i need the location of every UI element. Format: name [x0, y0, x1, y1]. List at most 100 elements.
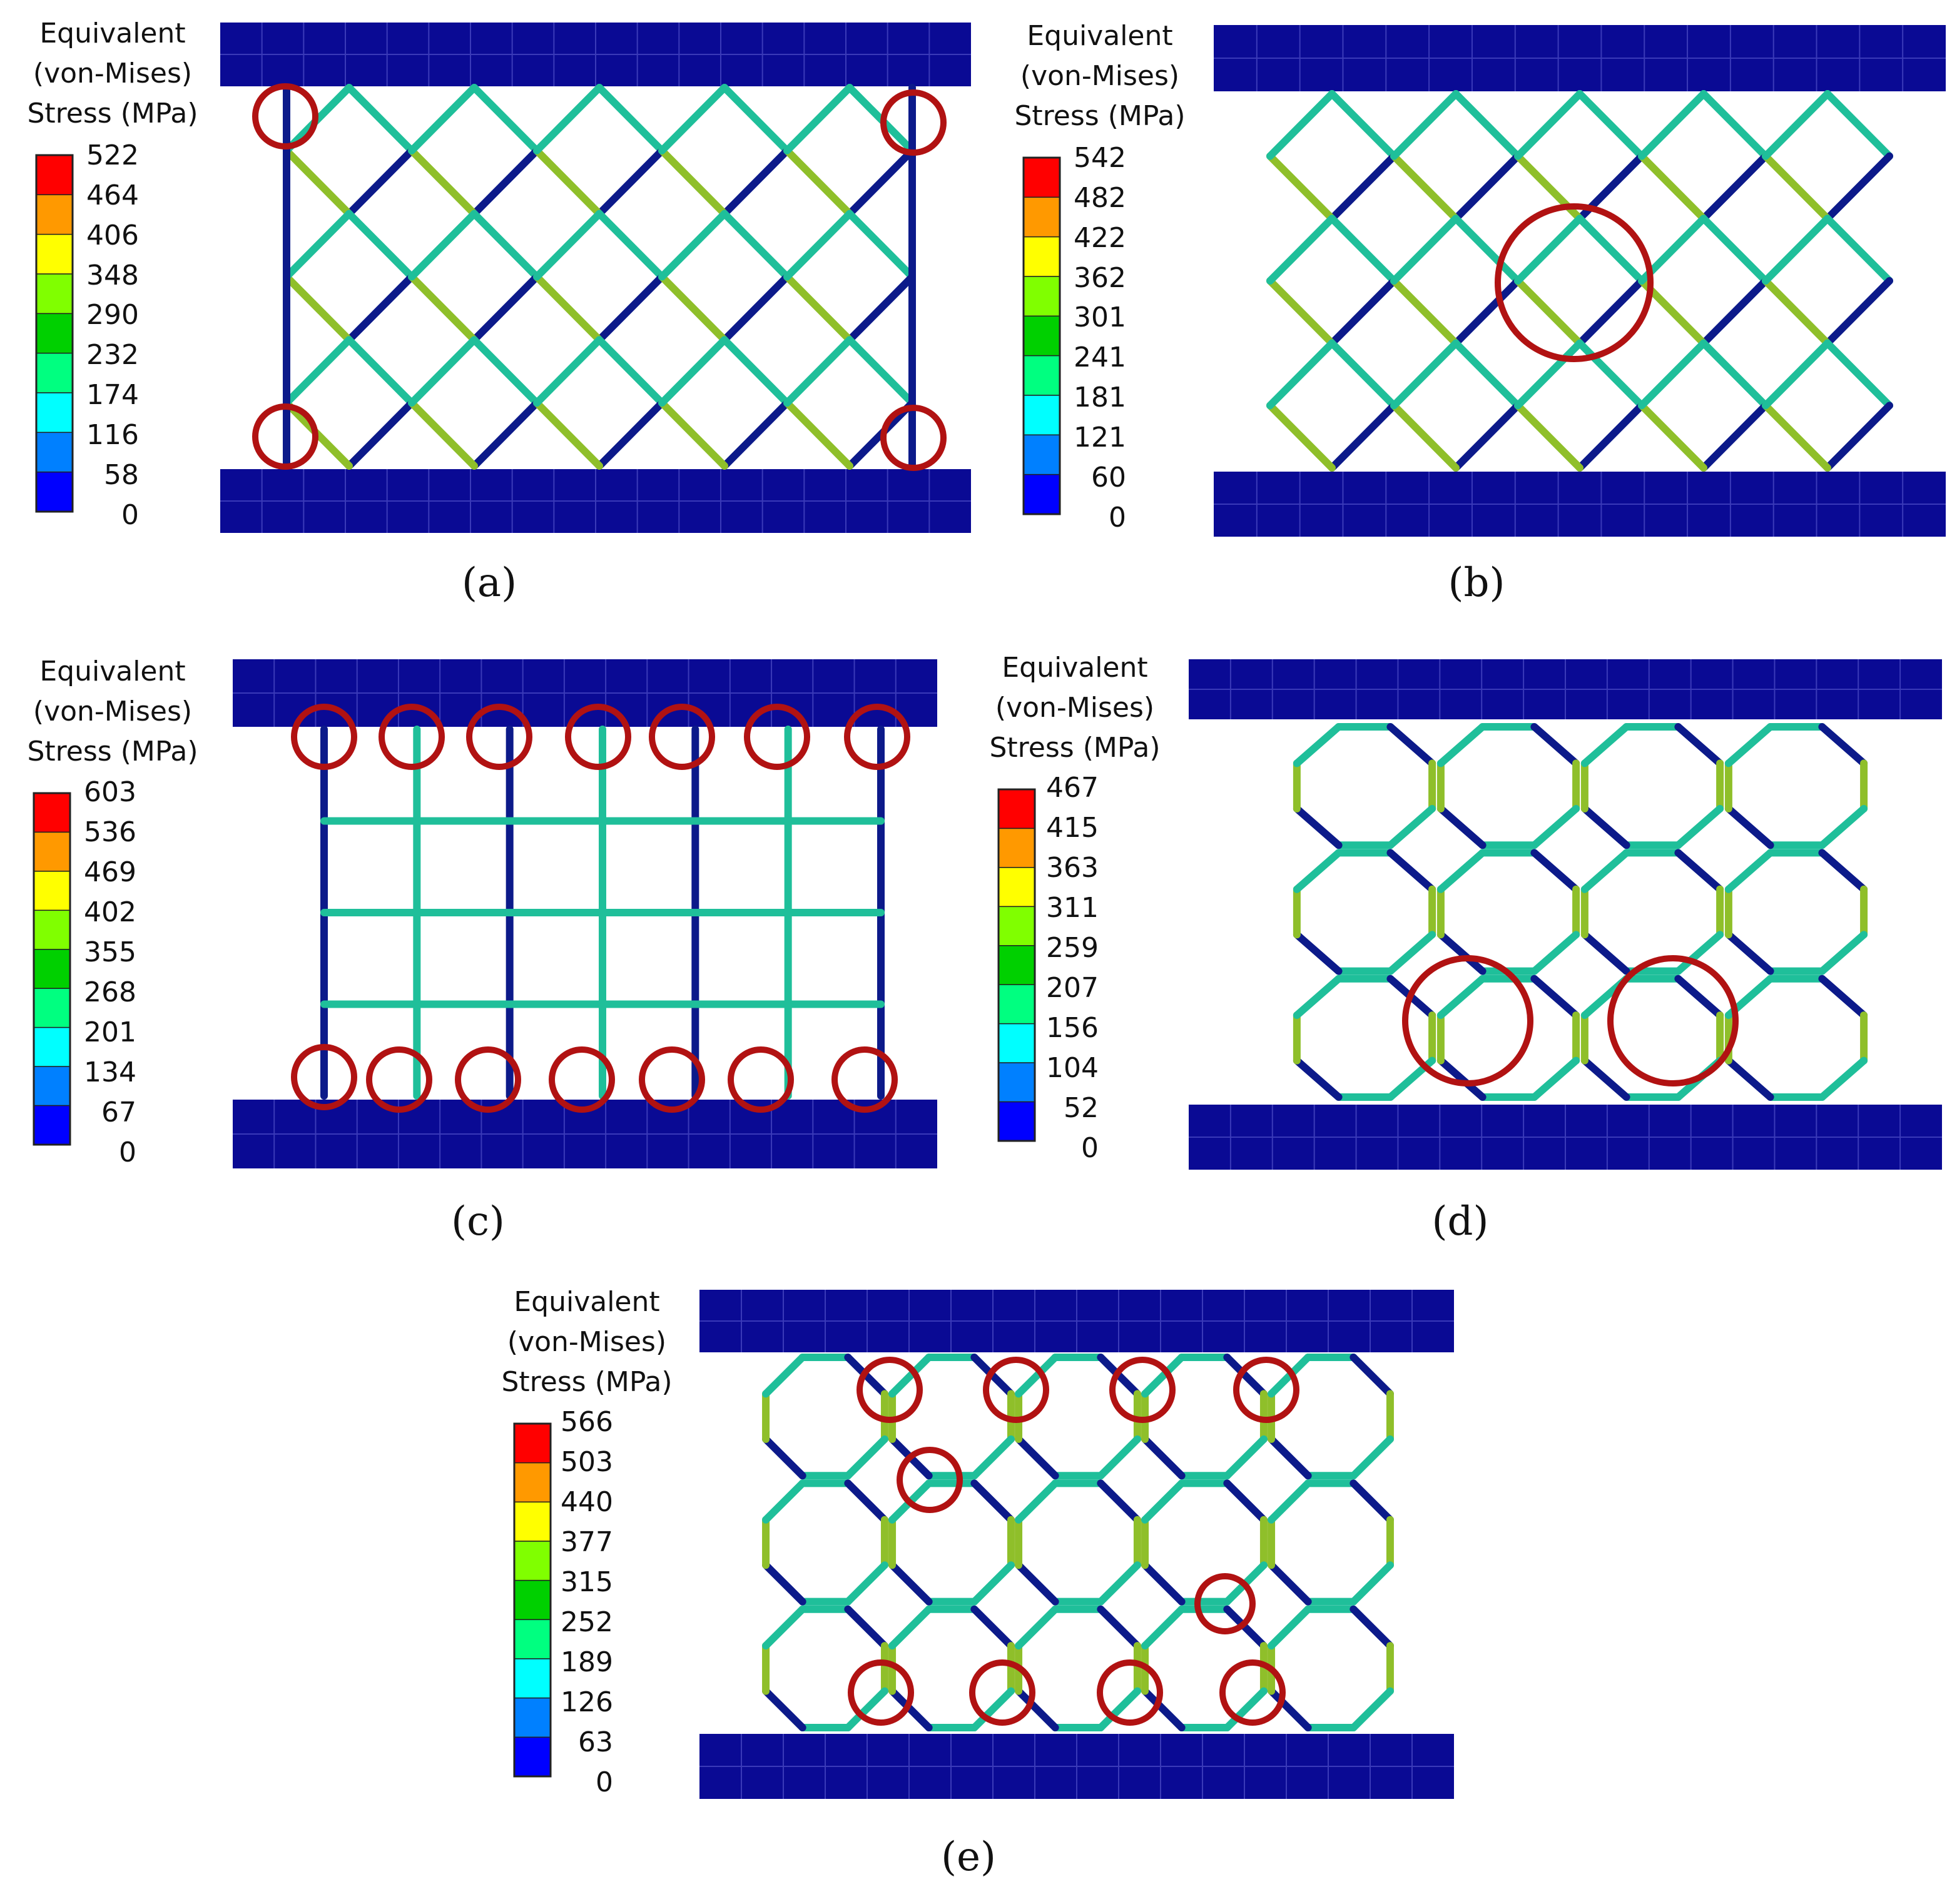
colorbar-band	[1023, 196, 1060, 238]
strut	[1436, 804, 1487, 849]
strut	[1724, 849, 1774, 893]
legend-tick: 503	[561, 1446, 613, 1478]
strut	[721, 84, 791, 154]
legend-title-line3: Stress (MPa)	[501, 1366, 672, 1398]
failure-circle	[1233, 1357, 1299, 1423]
strut	[658, 336, 728, 407]
strut	[1266, 402, 1336, 472]
colorbar-band	[1023, 276, 1060, 317]
strut	[1580, 931, 1630, 975]
strut	[408, 84, 478, 154]
strut	[721, 273, 791, 344]
failure-circle	[549, 1046, 615, 1113]
strut	[1436, 975, 1487, 1020]
caption-e: (e)	[941, 1834, 996, 1880]
strut	[1452, 215, 1522, 285]
colorbar-band	[36, 471, 73, 512]
strut	[283, 273, 353, 344]
colorbar-a	[35, 154, 74, 513]
strut	[1141, 1354, 1186, 1398]
strut	[533, 399, 603, 470]
strut	[408, 336, 478, 407]
legend-tick: 377	[561, 1526, 613, 1558]
strut	[1293, 931, 1343, 975]
colorbar-band	[33, 1105, 71, 1145]
strut	[1328, 402, 1398, 472]
legend-tick: 542	[1074, 142, 1126, 174]
legend-title-line2: (von-Mises)	[507, 1326, 666, 1358]
strut	[1436, 931, 1487, 975]
bottom-plate-d	[1189, 1105, 1942, 1170]
legend-tick: 0	[596, 1766, 613, 1798]
strut	[1824, 402, 1893, 472]
legend-tick: 301	[1074, 301, 1126, 333]
legend-a: Equivalent (von-Mises) Stress (MPa) 522 …	[27, 18, 198, 531]
legend-title-line3: Stress (MPa)	[27, 736, 198, 767]
strut	[1674, 975, 1724, 1020]
strut	[345, 336, 415, 407]
strut	[1386, 849, 1436, 893]
strut	[1530, 723, 1580, 767]
strut	[596, 84, 666, 154]
legend-tick: 134	[84, 1056, 136, 1088]
strut	[1700, 215, 1769, 285]
strut	[1015, 1561, 1059, 1606]
strut	[1390, 402, 1460, 472]
square-grid-c	[320, 726, 885, 1100]
colorbar-band	[33, 988, 71, 1028]
strut	[1824, 90, 1893, 160]
colorbar-band	[36, 194, 73, 235]
strut	[970, 1687, 1015, 1731]
strut	[283, 210, 353, 281]
strut	[783, 210, 853, 281]
strut	[1293, 804, 1343, 849]
panel-a: Equivalent (von-Mises) Stress (MPa) 522 …	[27, 18, 971, 606]
legend-title-line2: (von-Mises)	[1020, 60, 1179, 92]
colorbar-band	[998, 984, 1035, 1025]
legend-title-line1: Equivalent	[39, 18, 185, 49]
strut	[762, 1354, 806, 1398]
failure-circle	[897, 1447, 963, 1513]
failure-circle	[649, 704, 715, 770]
strut	[1141, 1687, 1186, 1731]
strut	[1638, 339, 1707, 410]
strut	[888, 1687, 933, 1731]
failure-circle	[1495, 203, 1654, 362]
bottom-plate-b	[1214, 472, 1946, 537]
strut	[1266, 339, 1336, 410]
strut	[345, 84, 415, 154]
colorbar-band	[998, 945, 1035, 985]
strut	[533, 210, 603, 281]
colorbar-band	[36, 432, 73, 473]
strut	[1223, 1479, 1268, 1524]
strut	[1724, 1056, 1774, 1101]
panel-c: Equivalent (von-Mises) Stress (MPa) 603 …	[27, 656, 937, 1245]
failure-markers-e	[848, 1357, 1299, 1726]
legend-tick: 0	[119, 1137, 136, 1168]
strut	[1390, 90, 1460, 160]
legend-ticks-d: 467 415 363 311 259 207 156 104 52 0	[1046, 772, 1099, 1164]
strut	[1452, 90, 1522, 160]
legend-tick: 58	[104, 459, 139, 491]
strut	[1350, 1479, 1394, 1524]
colorbar-band	[36, 313, 73, 354]
strut	[1452, 152, 1522, 223]
failure-circle	[291, 704, 357, 770]
bottom-plate-a	[220, 469, 971, 533]
strut	[783, 399, 853, 470]
strut	[1530, 931, 1580, 975]
legend-ticks-e: 566 503 440 377 315 252 189 126 63 0	[561, 1406, 613, 1798]
strut	[1223, 1687, 1268, 1731]
failure-circle	[379, 704, 445, 770]
strut	[283, 336, 353, 407]
strut	[1266, 215, 1336, 285]
legend-tick: 241	[1074, 342, 1126, 373]
diamond-lattice-b	[1266, 90, 1893, 472]
strut	[1674, 804, 1724, 849]
strut	[470, 84, 541, 154]
failure-circle	[366, 1046, 432, 1113]
caption-c: (c)	[451, 1198, 505, 1245]
strut	[1580, 849, 1630, 893]
legend-tick: 536	[84, 816, 136, 848]
legend-title-line2: (von-Mises)	[995, 692, 1154, 724]
